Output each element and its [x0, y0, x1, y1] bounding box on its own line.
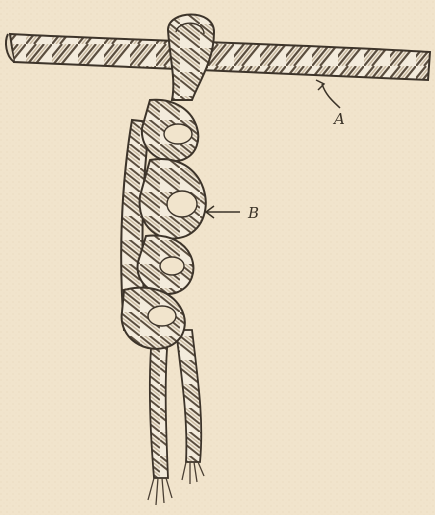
label-b: B: [247, 204, 259, 222]
label-a: A: [332, 110, 345, 128]
